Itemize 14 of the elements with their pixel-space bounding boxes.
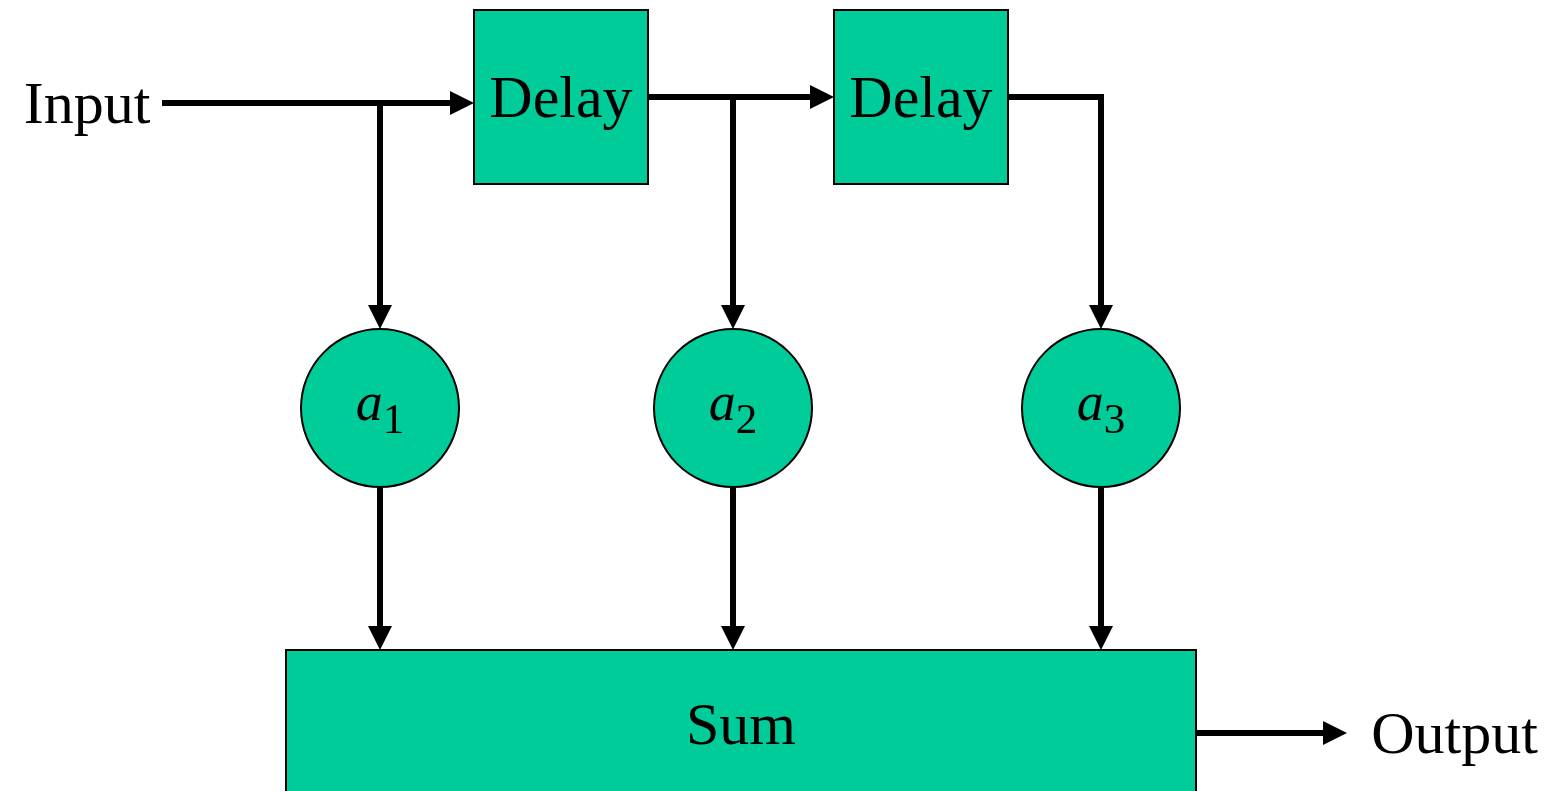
process-box: [833, 9, 1009, 185]
process-box: [473, 9, 649, 185]
arrow: [1197, 721, 1347, 745]
process-box: [285, 649, 1197, 791]
arrow: [1009, 94, 1113, 329]
box-label: Sum: [685, 694, 796, 754]
coefficient-label: a$_{1}$: [355, 375, 405, 441]
coefficient-label: a$_{2}$: [708, 375, 758, 441]
arrow: [1089, 488, 1113, 650]
arrow: [649, 94, 745, 329]
arrow: [368, 488, 392, 650]
arrow: [162, 100, 392, 329]
arrow: [721, 488, 745, 650]
coefficient-label: a$_{3}$: [1076, 375, 1126, 441]
